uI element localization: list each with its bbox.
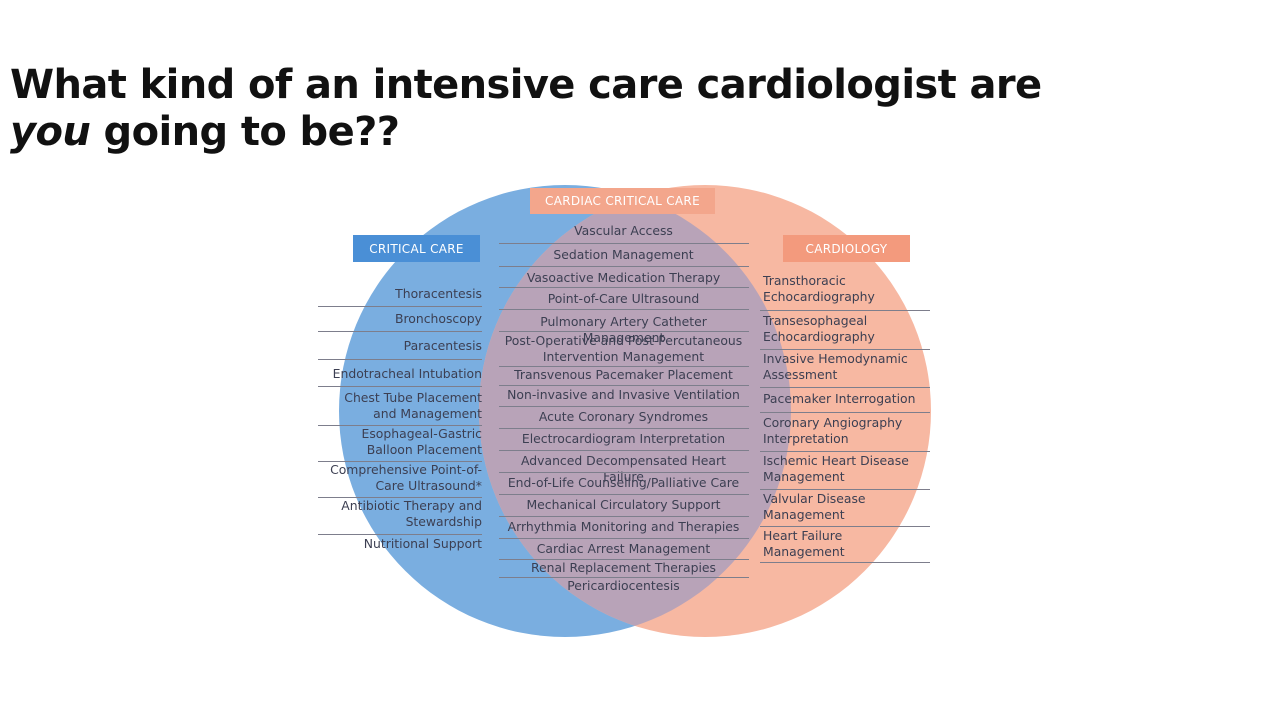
- divider-line: [760, 349, 930, 350]
- critical-care-item: Nutritional Support: [363, 536, 482, 551]
- divider-line: [499, 472, 749, 473]
- divider-line: [499, 309, 749, 310]
- critical-care-label: CRITICAL CARE: [369, 241, 464, 256]
- critical-care-item: Thoracentesis: [395, 286, 482, 301]
- divider-line: [318, 331, 482, 332]
- divider-line: [760, 412, 930, 413]
- critical-care-item: Esophageal-Gastric Balloon Placement: [361, 426, 482, 457]
- divider-line: [760, 387, 930, 388]
- cardiac-critical-care-item: Mechanical Circulatory Support: [526, 497, 721, 512]
- cardiac-critical-care-item: Point-of-Care Ultrasound: [547, 291, 700, 306]
- divider-line: [499, 287, 749, 288]
- critical-care-header: CRITICAL CARE: [353, 235, 480, 262]
- cardiology-item: Invasive Hemodynamic Assessment: [763, 351, 908, 382]
- cardiac-critical-care-item: Pulmonary Artery Catheter Management: [540, 314, 707, 345]
- cardiology-item: Coronary Angiography Interpretation: [763, 415, 903, 446]
- cardiac-critical-care-item: Cardiac Arrest Management: [536, 541, 711, 556]
- divider-line: [499, 538, 749, 539]
- divider-line: [499, 428, 749, 429]
- cardiac-critical-care-header: CARDIAC CRITICAL CARE: [530, 188, 715, 214]
- cardiac-critical-care-item: Pericardiocentesis: [567, 578, 680, 593]
- cardiac-critical-care-item: Transvenous Pacemaker Placement: [514, 367, 733, 382]
- cardiology-label: CARDIOLOGY: [805, 241, 888, 256]
- critical-care-item: Paracentesis: [403, 338, 482, 353]
- cardiac-critical-care-item: End-of-Life Counseling/Palliative Care: [507, 475, 740, 490]
- divider-line: [499, 385, 749, 386]
- divider-line: [499, 494, 749, 495]
- cardiology-item: Transesophageal Echocardiography: [763, 313, 875, 344]
- cardiac-critical-care-item: Sedation Management: [553, 247, 694, 262]
- title-emphasis: you: [10, 109, 91, 155]
- divider-line: [499, 577, 749, 578]
- title-text: What kind of an intensive care cardiolog…: [10, 62, 1042, 108]
- cardiac-critical-care-label: CARDIAC CRITICAL CARE: [545, 194, 700, 208]
- cardiac-critical-care-item: Acute Coronary Syndromes: [538, 409, 709, 424]
- cardiac-critical-care-item: Electrocardiogram Interpretation: [521, 431, 726, 446]
- critical-care-item: Comprehensive Point-of-Care Ultrasound*: [330, 462, 482, 493]
- divider-line: [499, 266, 749, 267]
- cardiac-critical-care-item: Non-invasive and Invasive Ventilation: [507, 387, 740, 402]
- divider-line: [318, 461, 482, 462]
- divider-line: [318, 497, 482, 498]
- divider-line: [760, 562, 930, 563]
- divider-line: [499, 406, 749, 407]
- divider-line: [499, 366, 749, 367]
- cardiology-item: Pacemaker Interrogation: [763, 391, 916, 406]
- divider-line: [318, 425, 482, 426]
- divider-line: [760, 451, 930, 452]
- divider-line: [499, 450, 749, 451]
- cardiac-critical-care-item: Renal Replacement Therapies: [531, 560, 716, 575]
- divider-line: [499, 516, 749, 517]
- cardiology-item: Heart Failure Management: [763, 528, 845, 559]
- title-text-end: going to be??: [90, 109, 400, 155]
- slide-title: What kind of an intensive care cardiolog…: [10, 62, 1110, 156]
- cardiac-critical-care-item: Arrhythmia Monitoring and Therapies: [507, 519, 740, 534]
- divider-line: [318, 306, 482, 307]
- overlap-region: [479, 185, 791, 637]
- critical-care-item: Endotracheal Intubation: [332, 366, 482, 381]
- critical-care-item: Antibiotic Therapy and Stewardship: [341, 498, 482, 529]
- divider-line: [318, 386, 482, 387]
- divider-line: [499, 243, 749, 244]
- divider-line: [499, 559, 749, 560]
- cardiac-critical-care-item: Post-Operative and Post-Percutaneous Int…: [504, 333, 743, 364]
- divider-line: [760, 310, 930, 311]
- cardiology-item: Ischemic Heart Disease Management: [763, 453, 909, 484]
- cardiac-critical-care-item: Vasoactive Medication Therapy: [526, 270, 721, 285]
- cardiology-item: Transthoracic Echocardiography: [763, 273, 875, 304]
- critical-care-item: Chest Tube Placement and Management: [344, 390, 482, 421]
- cardiac-critical-care-item: Vascular Access: [574, 223, 673, 238]
- divider-line: [318, 534, 482, 535]
- divider-line: [318, 359, 482, 360]
- cardiology-item: Valvular Disease Management: [763, 491, 866, 522]
- critical-care-item: Bronchoscopy: [394, 311, 482, 326]
- cardiology-header: CARDIOLOGY: [783, 235, 910, 262]
- divider-line: [499, 331, 749, 332]
- divider-line: [760, 526, 930, 527]
- divider-line: [760, 489, 930, 490]
